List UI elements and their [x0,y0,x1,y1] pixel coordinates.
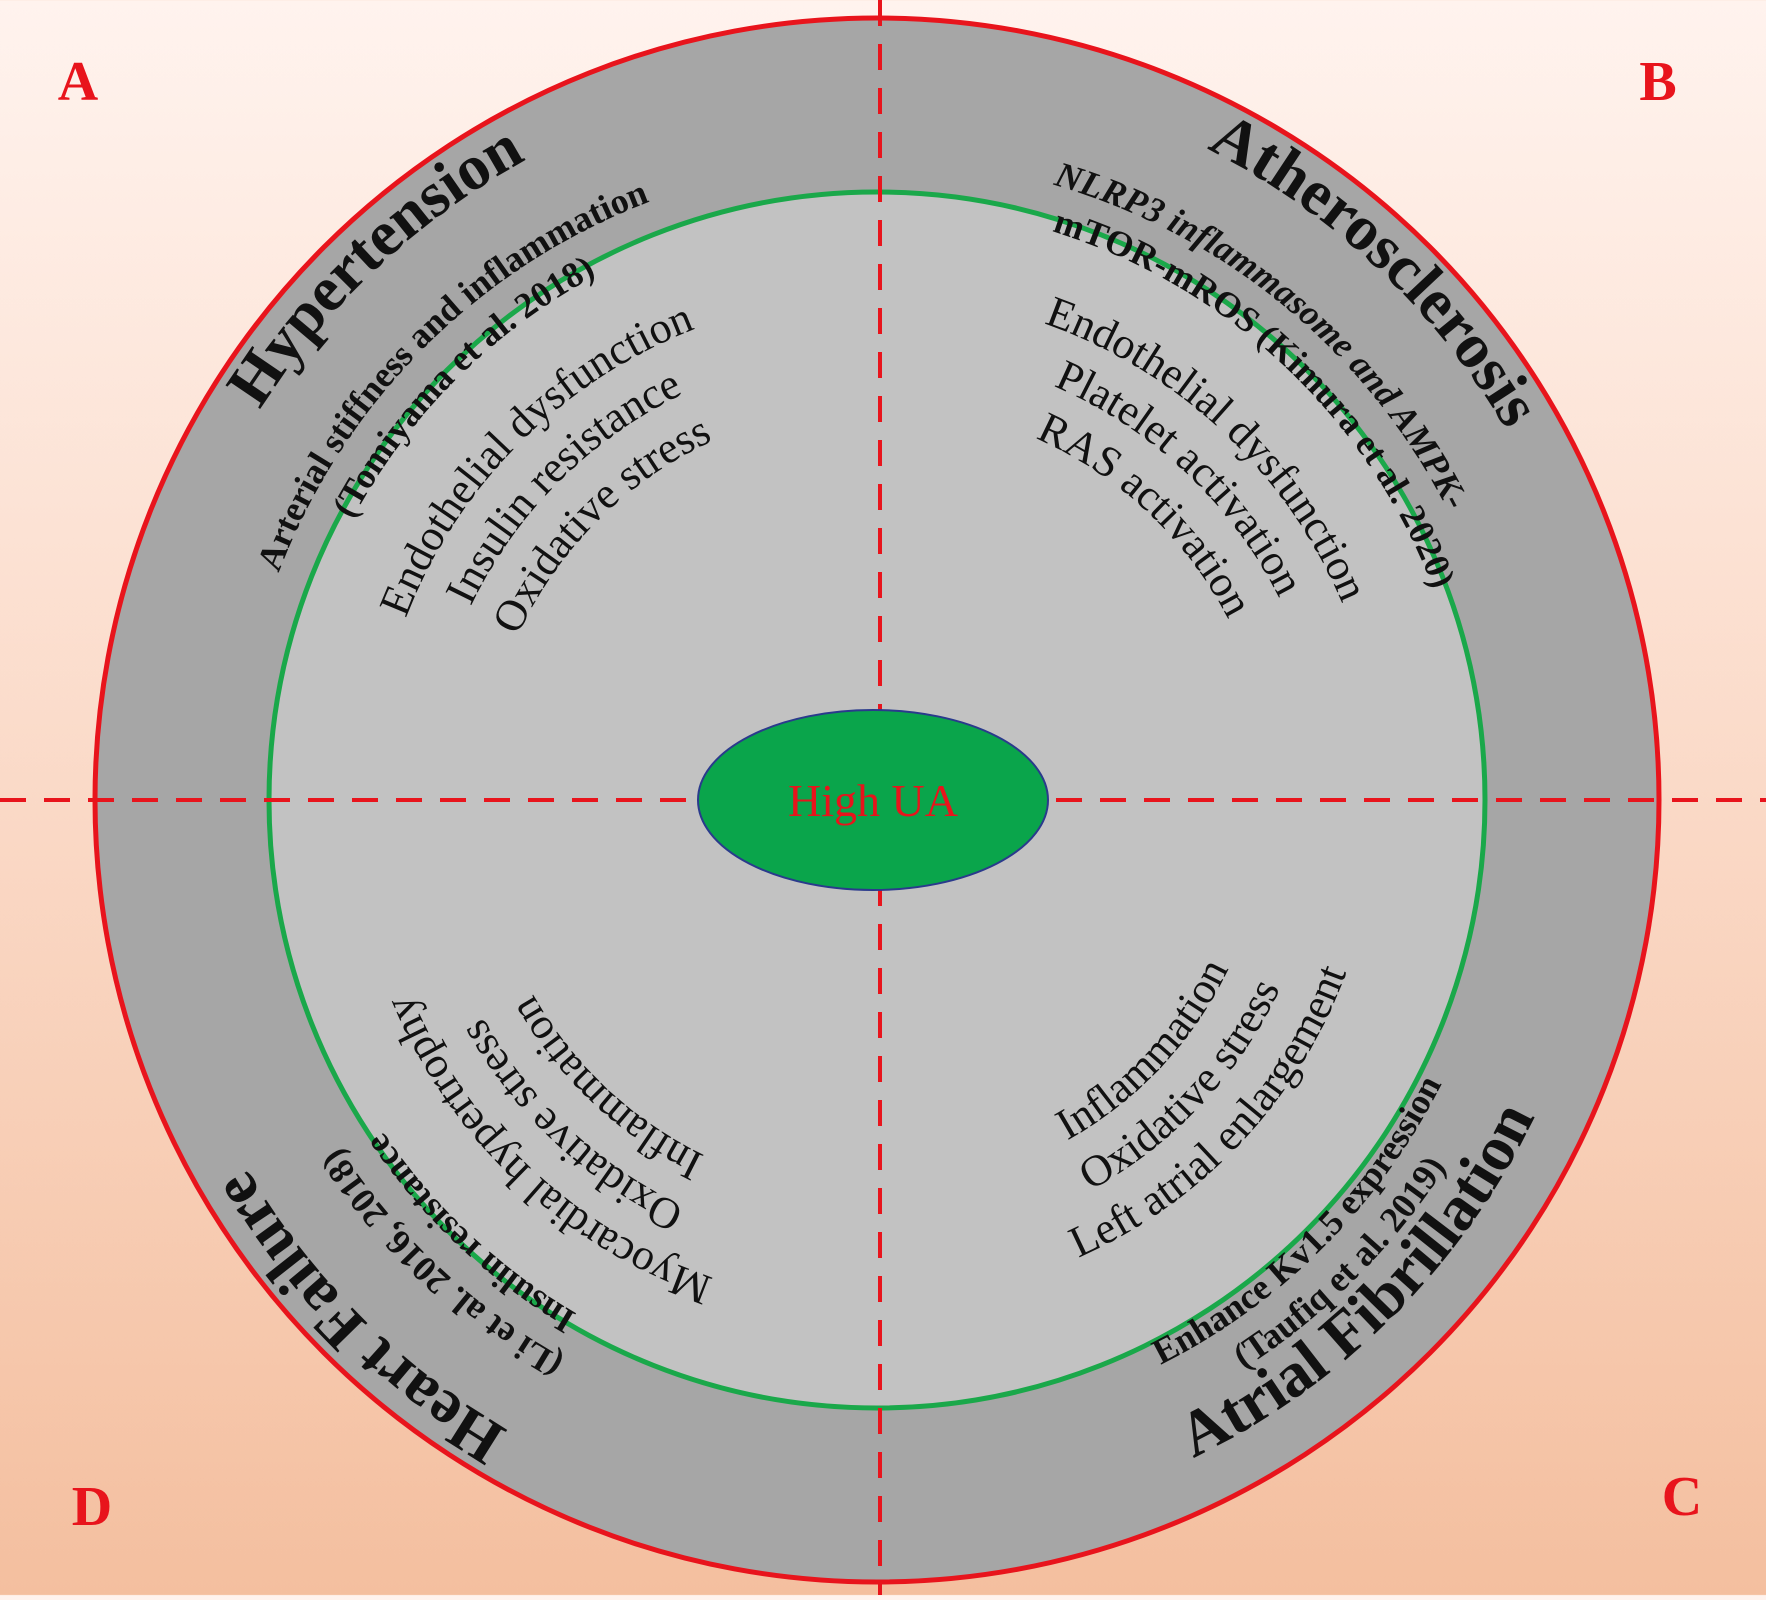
quadrant-letter-d: D [72,1476,112,1538]
quadrant-letter-c: C [1662,1466,1702,1528]
center-label: High UA [788,775,958,826]
center-ellipse [697,709,1049,891]
quadrant-letter-a: A [58,51,99,113]
quadrant-letter-b: B [1639,51,1676,113]
